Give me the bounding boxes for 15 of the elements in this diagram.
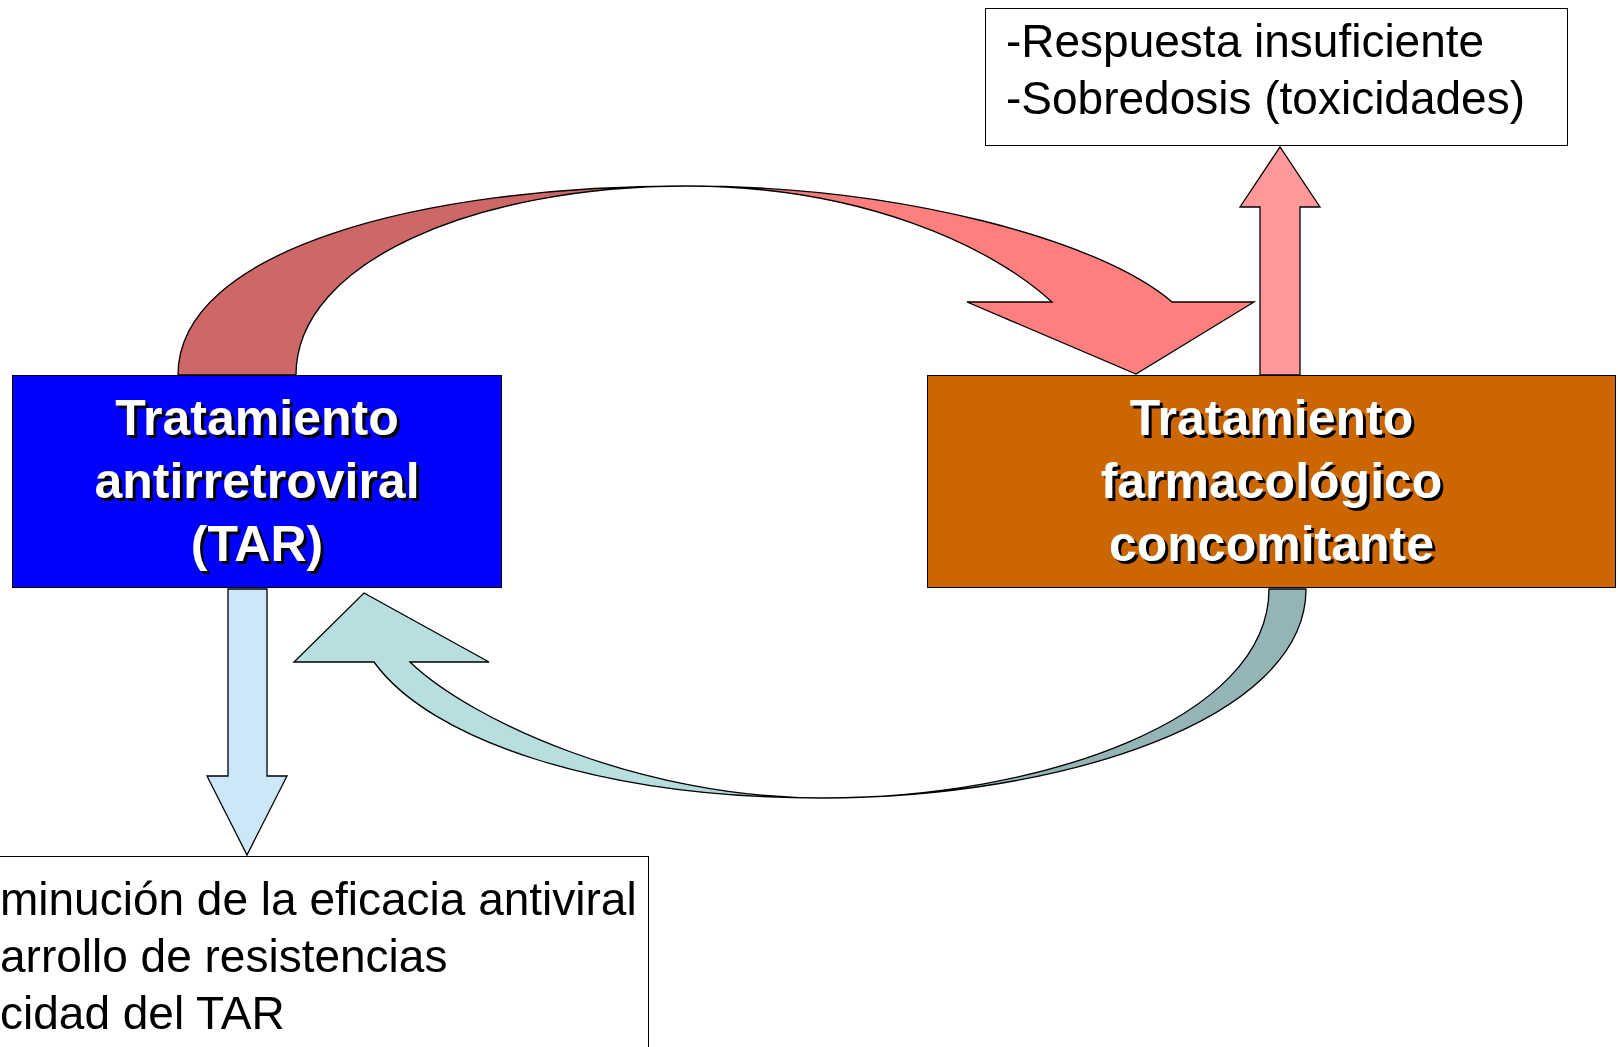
list-item: arrollo de resistencias (0, 929, 449, 984)
box-label: Tratamiento antirretroviral (TAR) (93, 389, 421, 574)
note-box (0, 856, 649, 1047)
process-box (927, 375, 1616, 588)
box-label: Tratamiento farmacológico concomitante (1099, 389, 1444, 574)
block-arrow (205, 588, 289, 857)
list-item: minución de la eficacia antiviral (0, 872, 638, 927)
process-box (12, 375, 502, 588)
block-arrow (293, 588, 1307, 799)
block-arrow (1238, 145, 1322, 376)
note-box (985, 8, 1568, 146)
list-item: -Sobredosis (toxicidades) (1006, 71, 1526, 126)
list-item: cidad del TAR (0, 986, 286, 1041)
block-arrow (177, 185, 1255, 376)
list-item: -Respuesta insuficiente (1006, 14, 1486, 69)
